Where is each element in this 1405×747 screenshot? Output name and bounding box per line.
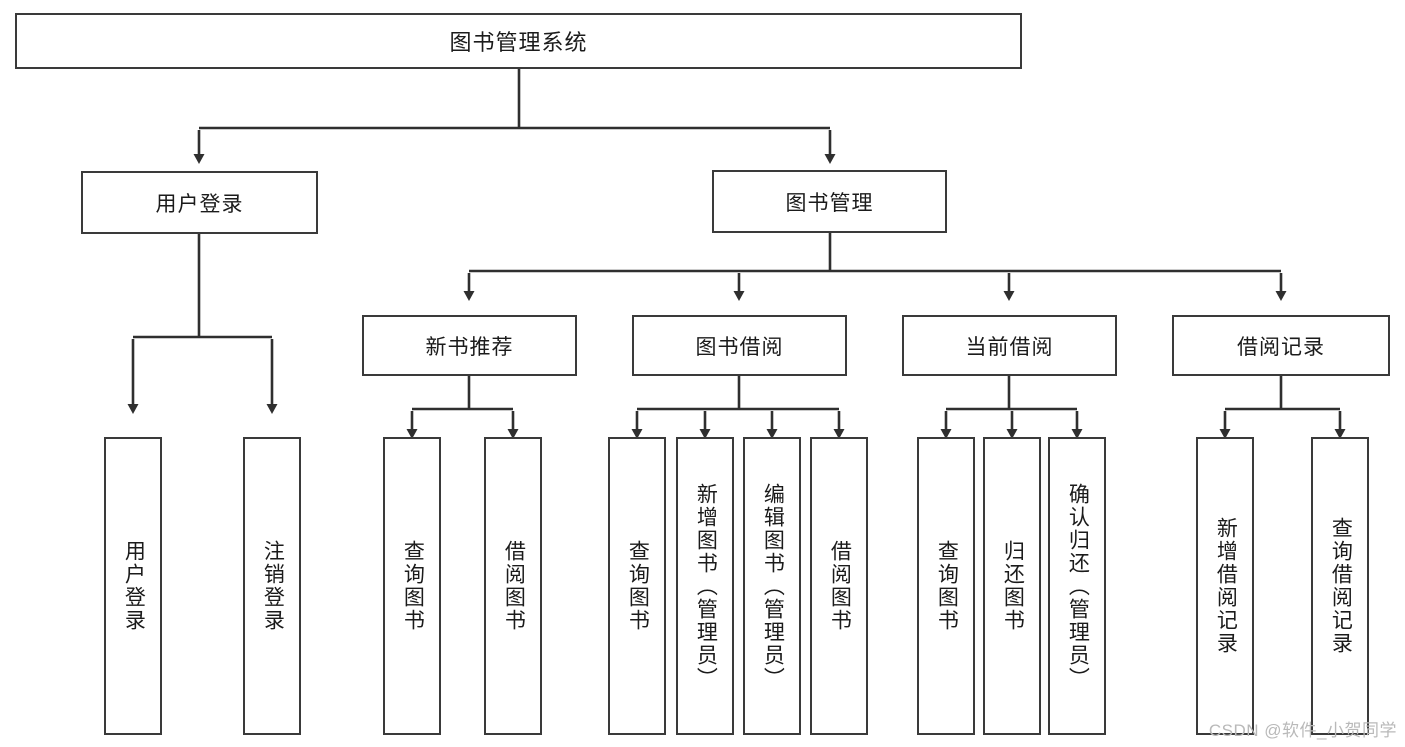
node-leaf-borrow-book-recommend[interactable]: 借阅图书 — [484, 437, 542, 735]
node-label: 图书管理系统 — [449, 30, 588, 55]
node-leaf-add-book-admin[interactable]: 新增图书（管理员） — [676, 437, 734, 735]
node-label: 借阅记录 — [1237, 335, 1325, 359]
node-label: 图书借阅 — [695, 335, 784, 359]
node-label: 归还图书 — [1001, 540, 1025, 632]
node-label: 查询图书 — [401, 540, 425, 632]
node-leaf-edit-book-admin[interactable]: 编辑图书（管理员） — [743, 437, 801, 735]
node-label: 新增图书（管理员） — [694, 482, 718, 690]
node-label: 编辑图书（管理员） — [761, 482, 785, 690]
node-user-login[interactable]: 用户登录 — [81, 171, 318, 234]
node-label: 当前借阅 — [965, 335, 1054, 359]
node-label: 新书推荐 — [425, 335, 514, 359]
node-label: 注销登录 — [261, 540, 285, 632]
node-leaf-borrow-book[interactable]: 借阅图书 — [810, 437, 868, 735]
node-leaf-confirm-return-admin[interactable]: 确认归还（管理员） — [1048, 437, 1106, 735]
node-label: 查询图书 — [626, 540, 650, 632]
node-label: 图书管理 — [785, 191, 874, 215]
node-leaf-query-book-borrow[interactable]: 查询图书 — [608, 437, 666, 735]
node-book-borrow[interactable]: 图书借阅 — [632, 315, 847, 376]
node-label: 查询借阅记录 — [1329, 517, 1353, 655]
node-current-borrow[interactable]: 当前借阅 — [902, 315, 1117, 376]
node-label: 借阅图书 — [828, 540, 852, 632]
node-book-management[interactable]: 图书管理 — [712, 170, 947, 233]
node-leaf-logout[interactable]: 注销登录 — [243, 437, 301, 735]
node-leaf-add-borrow-record[interactable]: 新增借阅记录 — [1196, 437, 1254, 735]
node-label: 查询图书 — [935, 540, 959, 632]
node-borrow-record[interactable]: 借阅记录 — [1172, 315, 1390, 376]
node-leaf-query-book-current[interactable]: 查询图书 — [917, 437, 975, 735]
node-label: 确认归还（管理员） — [1066, 482, 1090, 690]
watermark: CSDN @软件_小贺同学 — [1208, 721, 1397, 740]
node-label: 用户登录 — [155, 192, 244, 216]
node-label: 新增借阅记录 — [1214, 517, 1238, 655]
node-leaf-user-login[interactable]: 用户登录 — [104, 437, 162, 735]
node-leaf-return-book[interactable]: 归还图书 — [983, 437, 1041, 735]
node-leaf-query-borrow-record[interactable]: 查询借阅记录 — [1311, 437, 1369, 735]
node-leaf-query-book-recommend[interactable]: 查询图书 — [383, 437, 441, 735]
node-root-system[interactable]: 图书管理系统 — [15, 13, 1022, 69]
node-label: 借阅图书 — [502, 540, 526, 632]
node-label: 用户登录 — [122, 540, 146, 632]
node-new-book-recommend[interactable]: 新书推荐 — [362, 315, 577, 376]
